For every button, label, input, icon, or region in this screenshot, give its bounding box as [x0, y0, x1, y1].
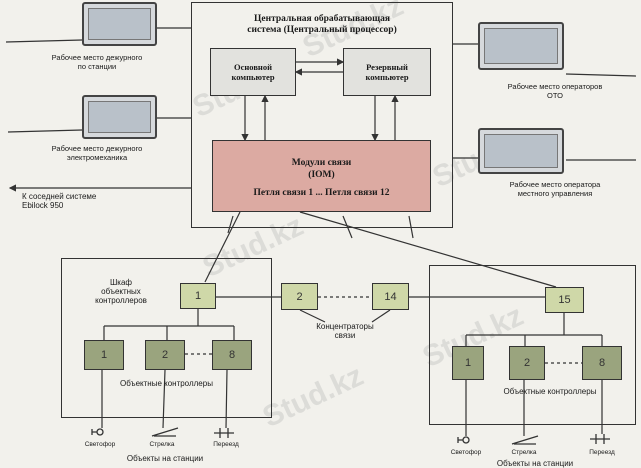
right-station-frame: [429, 265, 636, 425]
right-controller-8: 8: [582, 346, 622, 380]
right-concentrator-box: 15: [545, 287, 584, 313]
left-object-signal: Светофор: [84, 441, 116, 448]
gto-monitor-icon: [478, 22, 564, 70]
right-object-switch: Стрелка: [511, 449, 537, 456]
central-processing-system: [191, 2, 453, 228]
left-object-crossing: Переезд: [213, 441, 239, 448]
concentrator-14: 14: [372, 283, 409, 310]
right-object-signal: Светофор: [450, 449, 482, 456]
left-objects-label: Объекты на станции: [126, 454, 204, 463]
cabinet-label: Шкаф объектных контроллеров: [95, 278, 147, 305]
left-controller-2: 2: [145, 340, 185, 370]
left-controllers-label: Объектные контроллеры: [120, 379, 213, 388]
left-object-switch: Стрелка: [149, 441, 175, 448]
right-controller-2: 2: [509, 346, 545, 380]
electromech-monitor-icon: [82, 95, 157, 139]
station-duty-monitor-icon: [82, 2, 157, 46]
right-objects-label: Объекты на станции: [496, 459, 574, 468]
right-object-crossing: Переезд: [589, 449, 615, 456]
left-concentrator-box: 1: [180, 283, 216, 309]
comm-modules: Модули связи (IOM) Петля связи 1 ... Пет…: [212, 140, 431, 212]
right-controller-1: 1: [452, 346, 484, 380]
left-station-frame: [61, 258, 272, 418]
right-controllers-label: Объектные контроллеры: [503, 387, 597, 396]
left-controller-1: 1: [84, 340, 124, 370]
left-controller-8: 8: [212, 340, 252, 370]
concentrator-2: 2: [281, 283, 318, 310]
local-operator-monitor-icon: [478, 128, 564, 174]
